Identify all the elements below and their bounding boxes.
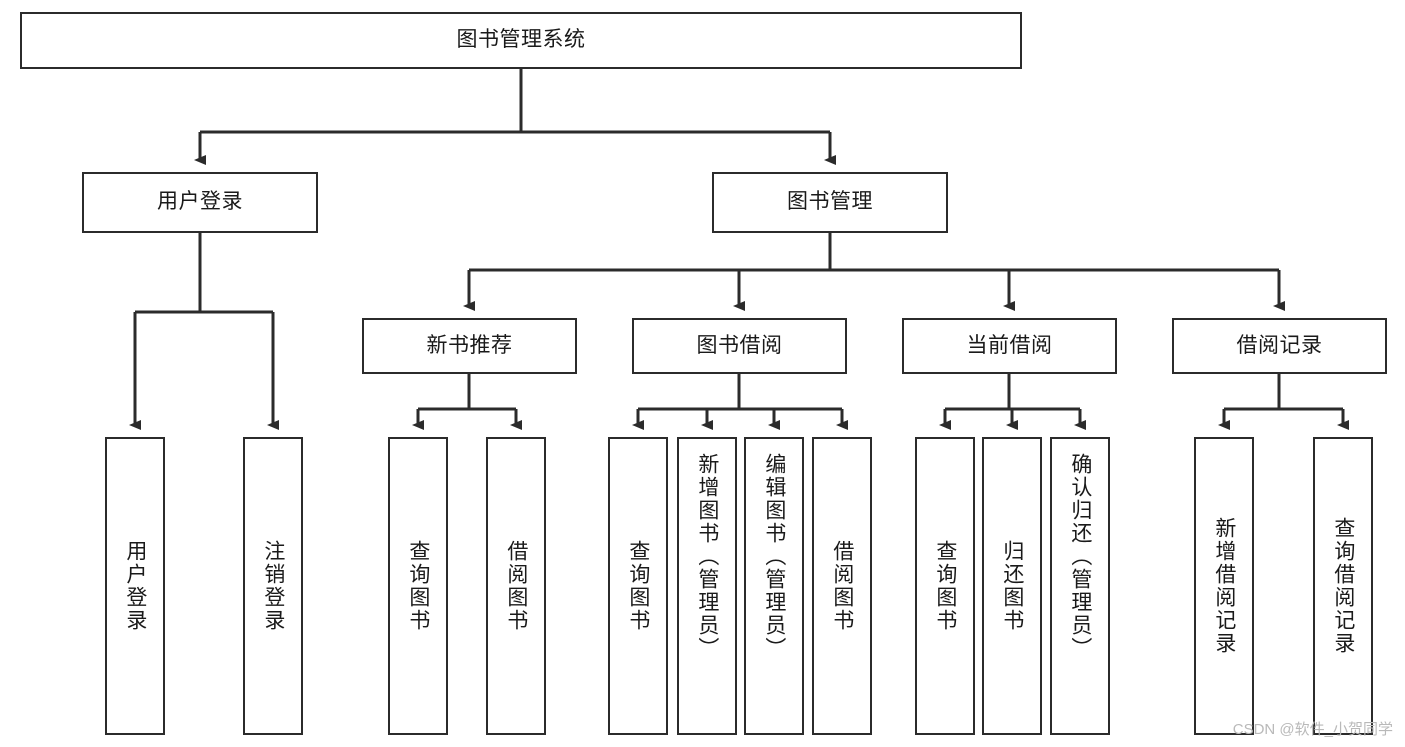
node-book-borrow[interactable]: 图书借阅 <box>632 318 847 374</box>
node-leaf-confirm-return-admin[interactable]: 确认归还（管理员） <box>1050 437 1110 735</box>
node-label: 用户登录 <box>157 190 243 214</box>
node-label: 归还图书 <box>1000 540 1024 632</box>
edge-group-user-login <box>129 233 279 430</box>
node-leaf-user-login[interactable]: 用户登录 <box>105 437 165 735</box>
node-label: 图书借阅 <box>696 333 783 357</box>
node-label: 新增图书（管理员） <box>695 453 719 660</box>
edge-group-new-book-recommend <box>412 374 522 430</box>
node-current-borrow[interactable]: 当前借阅 <box>902 318 1117 374</box>
node-book-management[interactable]: 图书管理 <box>712 172 948 233</box>
node-leaf-borrow-book-recommend[interactable]: 借阅图书 <box>486 437 546 735</box>
node-label: 确认归还（管理员） <box>1068 453 1092 660</box>
node-label: 借阅图书 <box>504 540 528 632</box>
edge-group-root <box>194 69 836 165</box>
node-leaf-query-book-current[interactable]: 查询图书 <box>915 437 975 735</box>
edge-group-borrow-record <box>1218 374 1349 430</box>
node-label: 新书推荐 <box>426 333 513 357</box>
node-label: 查询图书 <box>626 540 650 632</box>
node-label: 图书管理系统 <box>456 28 586 52</box>
node-label: 注销登录 <box>261 540 285 632</box>
node-label: 用户登录 <box>123 540 147 632</box>
node-book-management-system[interactable]: 图书管理系统 <box>20 12 1022 69</box>
node-label: 查询图书 <box>406 540 430 632</box>
node-leaf-query-book-recommend[interactable]: 查询图书 <box>388 437 448 735</box>
edge-group-book-borrow <box>632 374 848 430</box>
node-leaf-add-borrow-record[interactable]: 新增借阅记录 <box>1194 437 1254 735</box>
node-label: 查询图书 <box>933 540 957 632</box>
edge-group-current-borrow <box>939 374 1086 430</box>
node-leaf-add-book-admin[interactable]: 新增图书（管理员） <box>677 437 737 735</box>
edge-group-book-management <box>463 233 1285 311</box>
node-label: 编辑图书（管理员） <box>762 453 786 660</box>
node-label: 新增借阅记录 <box>1212 517 1236 655</box>
node-leaf-return-book[interactable]: 归还图书 <box>982 437 1042 735</box>
node-label: 查询借阅记录 <box>1331 517 1355 655</box>
node-borrow-record[interactable]: 借阅记录 <box>1172 318 1387 374</box>
node-leaf-logout-login[interactable]: 注销登录 <box>243 437 303 735</box>
node-leaf-query-borrow-record[interactable]: 查询借阅记录 <box>1313 437 1373 735</box>
node-user-login[interactable]: 用户登录 <box>82 172 318 233</box>
node-leaf-edit-book-admin[interactable]: 编辑图书（管理员） <box>744 437 804 735</box>
node-leaf-query-book-borrow[interactable]: 查询图书 <box>608 437 668 735</box>
node-leaf-borrow-book[interactable]: 借阅图书 <box>812 437 872 735</box>
node-label: 借阅图书 <box>830 540 854 632</box>
node-label: 借阅记录 <box>1236 333 1323 357</box>
node-new-book-recommend[interactable]: 新书推荐 <box>362 318 577 374</box>
node-label: 图书管理 <box>787 190 873 214</box>
node-label: 当前借阅 <box>966 333 1053 357</box>
